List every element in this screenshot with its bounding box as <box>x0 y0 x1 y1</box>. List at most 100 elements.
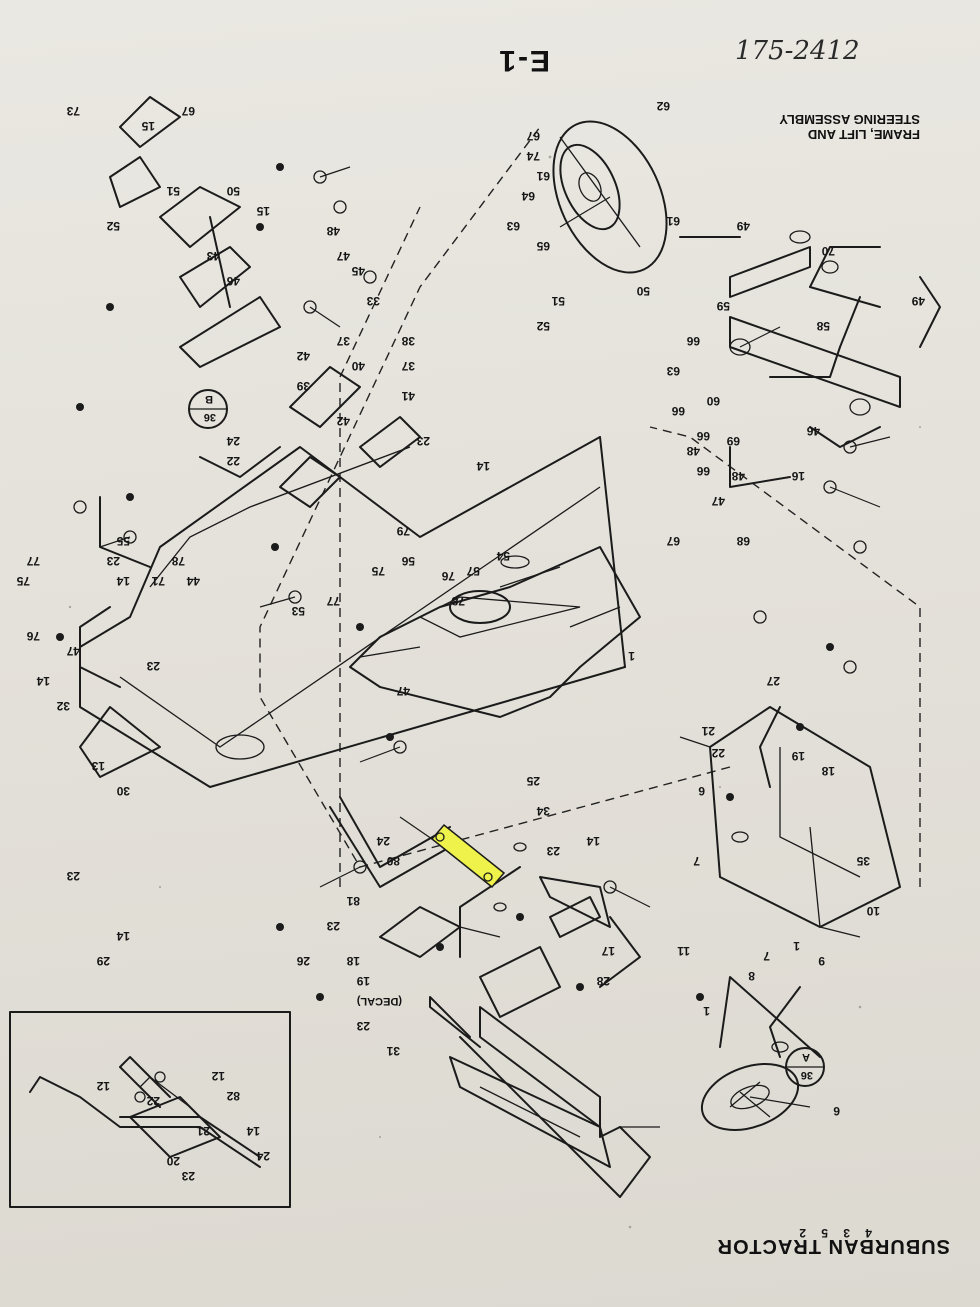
part-number-label: 81 <box>346 894 360 908</box>
part-number-label: 48 <box>326 224 340 238</box>
part-number-label: 22 <box>146 1094 160 1108</box>
handwritten-part-number: 175-2412 <box>735 36 860 66</box>
leader-lines <box>99 166 891 1128</box>
part-number-label: 1 <box>628 649 635 663</box>
part-number-label: 37 <box>401 359 415 373</box>
part-number-label: 22 <box>711 746 725 760</box>
highlighted-lift-link <box>430 823 506 889</box>
section-title-line2: STEERING ASSEMBLY <box>779 112 920 127</box>
part-number-label: 21 <box>196 1124 210 1138</box>
part-number-label: 71 <box>151 574 165 588</box>
part-number-label: 14 <box>586 834 600 848</box>
part-number-label: 23 <box>416 434 430 448</box>
part-number-label: 23 <box>146 659 160 673</box>
section-title-line1: FRAME, LIFT AND <box>807 127 920 142</box>
part-number-label: 42 <box>336 414 350 428</box>
part-number-label: 75 <box>371 564 385 578</box>
part-number-label: 49 <box>736 219 750 233</box>
part-number-label: 47 <box>396 684 410 698</box>
part-number-label: 51 <box>166 184 180 198</box>
part-number-label: 54 <box>496 549 510 563</box>
part-number-label: 64 <box>521 189 535 203</box>
front-axle <box>729 230 941 488</box>
part-number-label: 75 <box>16 574 30 588</box>
part-number-label: 15 <box>256 204 270 218</box>
part-number-label: 41 <box>401 389 415 403</box>
part-number-label: 78 <box>171 554 185 568</box>
part-number-label: 47 <box>336 249 350 263</box>
product-title: SUBURBAN TRACTOR <box>716 1235 950 1257</box>
part-number-label: 66 <box>696 464 710 478</box>
part-number-label: 17 <box>601 944 615 958</box>
callout-a-36: 36 <box>800 1069 813 1081</box>
mounting-brackets <box>79 96 421 778</box>
part-number-label: 46 <box>806 424 820 438</box>
part-number-label: 18 <box>821 764 835 778</box>
dashed-boundary-steering <box>649 426 921 887</box>
part-number-label: 59 <box>716 299 730 313</box>
part-number-label: 24 <box>376 834 390 848</box>
part-number-label: 13 <box>91 759 105 773</box>
part-number-label: 28 <box>596 974 610 988</box>
part-number-label: 53 <box>291 604 305 618</box>
part-number-label: 32 <box>56 699 70 713</box>
part-number-label: 79 <box>396 524 410 538</box>
part-number-label: 77 <box>26 554 40 568</box>
callout-a-label: A <box>802 1051 810 1063</box>
part-number-label: 25 <box>526 774 540 788</box>
part-number-label: 27 <box>766 674 780 688</box>
part-number-label: 80 <box>386 854 400 868</box>
spindle-linkage <box>679 236 861 378</box>
part-number-label: 24 <box>256 1149 270 1163</box>
callout-b-36: 36 <box>203 411 216 423</box>
part-number-label: 12 <box>211 1069 225 1083</box>
part-number-label: 23 <box>546 844 560 858</box>
part-number-label: 56 <box>401 554 415 568</box>
part-number-label: 19 <box>791 749 805 763</box>
part-number-label: 14 <box>476 459 490 473</box>
part-number-label: 1 <box>703 1004 710 1018</box>
part-number-label: 73 <box>66 104 80 118</box>
callout-b-label: B <box>205 393 213 405</box>
part-number-label: 30 <box>116 784 130 798</box>
part-number-label: 67 <box>666 534 680 548</box>
part-number-label: 15 <box>141 119 155 133</box>
part-number-label: 70 <box>821 244 835 258</box>
callout-circles <box>188 389 825 1087</box>
part-number-label: 24 <box>226 434 240 448</box>
part-number-label: 67 <box>181 104 195 118</box>
part-number-label: 1 <box>793 939 800 953</box>
part-number-label: 23 <box>356 1019 370 1033</box>
part-number-label: 26 <box>296 954 310 968</box>
part-number-label: 46 <box>226 274 240 288</box>
part-number-label: 66 <box>686 334 700 348</box>
part-number-label: 8 <box>748 969 755 983</box>
part-number-label: 74 <box>526 149 540 163</box>
part-number-label: 60 <box>706 394 720 408</box>
part-number-label: 42 <box>296 349 310 363</box>
part-number-label: 7 <box>763 949 770 963</box>
part-number-label: 23 <box>181 1169 195 1183</box>
part-number-label: 9 <box>818 954 825 968</box>
part-number-label: 19 <box>356 974 370 988</box>
part-number-label: 63 <box>506 219 520 233</box>
part-number-label: 48 <box>731 469 745 483</box>
part-number-label: 62 <box>656 99 670 113</box>
part-number-label: 40 <box>351 359 365 373</box>
detail-inset-box <box>9 1011 291 1208</box>
page-code: E-1 <box>497 44 550 77</box>
part-number-label: 65 <box>536 239 550 253</box>
part-number-label: 39 <box>296 379 310 393</box>
part-number-label: 35 <box>856 854 870 868</box>
part-number-label: 43 <box>206 249 220 263</box>
part-number-label: 78 <box>451 594 465 608</box>
part-number-label: 22 <box>226 454 240 468</box>
part-number-label: 47 <box>711 494 725 508</box>
part-number-label: 14 <box>116 929 130 943</box>
part-number-label: 47 <box>66 644 80 658</box>
part-number-label: 76 <box>441 569 455 583</box>
part-number-label: 69 <box>726 434 740 448</box>
